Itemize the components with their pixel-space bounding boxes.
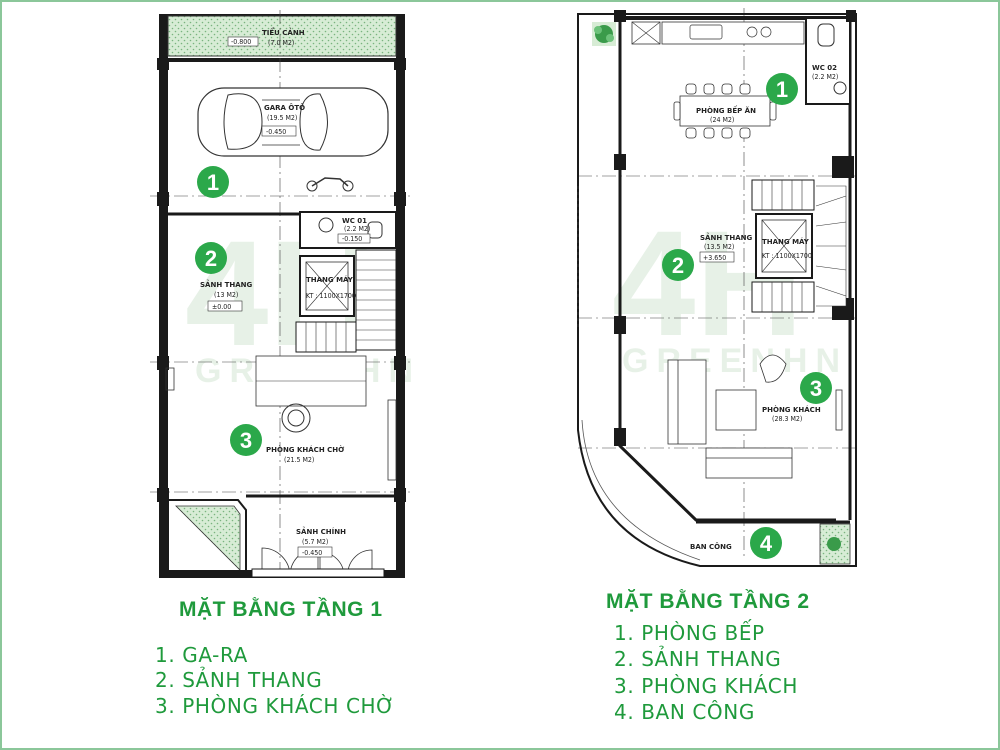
- floor1-item-3: 3. PHÒNG KHÁCH CHỜ: [155, 694, 396, 718]
- floor1-marker-2: 2: [195, 242, 227, 274]
- living-furniture: [667, 354, 843, 479]
- svg-text:1: 1: [207, 170, 219, 195]
- label-garage: GARA ÔTÔ: [264, 103, 305, 112]
- label-garage-area: (19.5 M2): [267, 114, 297, 122]
- label-living-floor2: PHÒNG KHÁCH: [762, 405, 821, 414]
- label-tieu-canh-area: (7.0 M2): [268, 39, 294, 47]
- label-wc02-area: (2.2 M2): [812, 73, 838, 81]
- floor2-item-3: 3. PHÒNG KHÁCH: [614, 674, 798, 698]
- label-lift-floor1: THANG MÁY: [306, 275, 354, 284]
- floor2-marker-1: 1: [766, 73, 798, 105]
- floor2-marker-4: 4: [750, 527, 782, 559]
- label-lift-floor2: THANG MÁY: [762, 237, 810, 246]
- label-entry-area: (5.7 M2): [302, 538, 328, 546]
- floor2-item-1: 1. PHÒNG BẾP: [614, 621, 765, 645]
- motorbike-icon: [306, 177, 354, 192]
- balcony-planter: [819, 523, 851, 565]
- stairs-floor1: [295, 249, 397, 353]
- label-living-floor1-area: (21.5 M2): [284, 456, 314, 464]
- floor2-heading: MẶT BẰNG TẦNG 2: [606, 590, 810, 613]
- label-garage-level: -0.450: [266, 128, 286, 136]
- label-wc01-level: -0.150: [342, 235, 362, 243]
- svg-text:3: 3: [810, 376, 822, 401]
- label-hall-floor2-area: (13.5 M2): [704, 243, 734, 251]
- car-icon: [197, 87, 389, 157]
- svg-text:2: 2: [205, 246, 217, 271]
- floor2-plan: 4H GREENHN: [577, 8, 860, 567]
- label-wc01: WC 01: [342, 217, 367, 225]
- label-living-floor1: PHÒNG KHÁCH CHỜ: [266, 445, 344, 454]
- label-balcony: BAN CÔNG: [690, 542, 732, 551]
- label-lift-size-floor2: KT : 1100X1700: [762, 252, 812, 260]
- dining-table: [673, 83, 777, 139]
- label-hall-floor1: SẢNH THANG: [200, 279, 253, 289]
- label-hall-floor1-level: ±0.00: [212, 303, 231, 311]
- floor1-marker-1: 1: [197, 166, 229, 198]
- svg-text:1: 1: [776, 77, 788, 102]
- label-lift-size-floor1: KT : 1100X1700: [306, 292, 356, 300]
- svg-text:3: 3: [240, 428, 252, 453]
- label-wc02: WC 02: [812, 64, 837, 72]
- label-hall-floor2-level: +3.650: [703, 254, 726, 262]
- floor1-heading: MẶT BẰNG TẦNG 1: [179, 598, 383, 621]
- floor1-plan: 4H GREENHN: [150, 10, 413, 580]
- plant-icon: [592, 22, 616, 46]
- label-kitchen: PHÒNG BẾP ĂN: [696, 105, 756, 115]
- kitchen-counter: [661, 21, 805, 45]
- label-tieu-canh: TIỂU CẢNH: [262, 27, 305, 37]
- label-tieu-canh-level: -0.800: [231, 38, 251, 46]
- floor1-item-2: 2. SẢNH THANG: [155, 668, 323, 692]
- label-hall-floor1-area: (13 M2): [214, 291, 238, 299]
- floor2-item-2: 2. SẢNH THANG: [614, 647, 782, 671]
- label-entry: SẢNH CHÍNH: [296, 526, 346, 536]
- label-entry-level: -0.450: [302, 549, 322, 557]
- label-living-floor2-area: (28.3 M2): [772, 415, 802, 423]
- stairs-floor2: [751, 179, 847, 313]
- label-hall-floor2: SẢNH THANG: [700, 232, 753, 242]
- floor2-marker-3: 3: [800, 372, 832, 404]
- watermark-floor2-text: GREENHN: [622, 342, 848, 380]
- floor1-item-1: 1. GA-RA: [155, 643, 248, 667]
- front-planter: [175, 505, 241, 571]
- floor2-item-4: 4. BAN CÔNG: [614, 700, 755, 724]
- floor2-marker-2: 2: [662, 249, 694, 281]
- floor1-marker-3: 3: [230, 424, 262, 456]
- svg-text:4: 4: [760, 531, 773, 556]
- label-kitchen-area: (24 M2): [710, 116, 734, 124]
- label-wc01-area: (2.2 M2): [344, 225, 370, 233]
- tieu-canh-planter: [167, 15, 397, 57]
- svg-text:2: 2: [672, 253, 684, 278]
